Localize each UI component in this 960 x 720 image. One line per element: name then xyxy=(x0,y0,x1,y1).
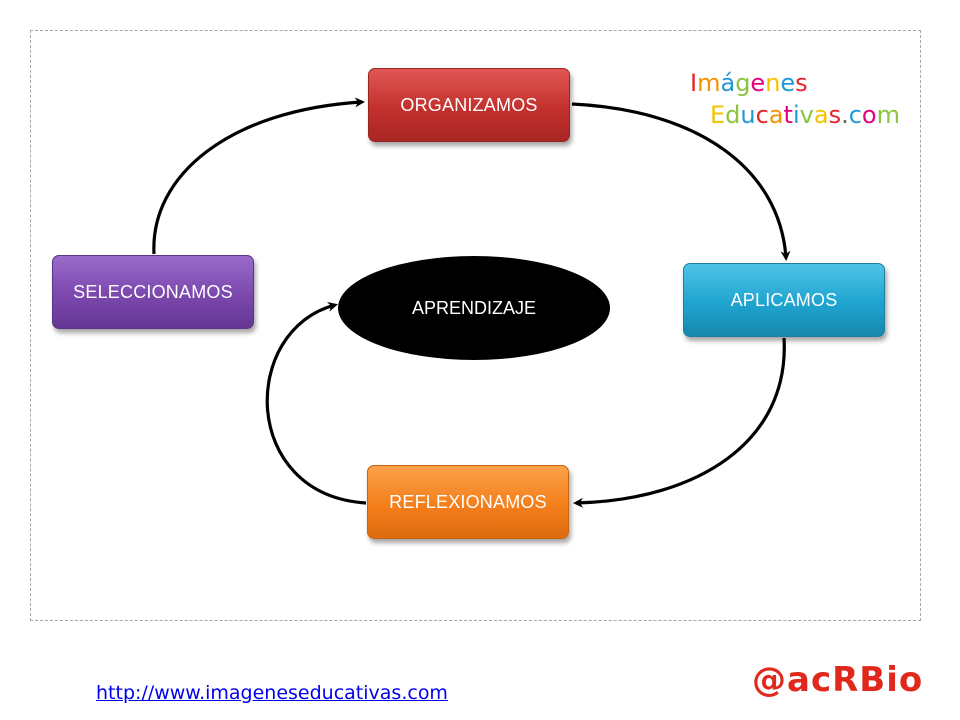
center-label: APRENDIZAJE xyxy=(411,297,537,318)
logo-letter: m xyxy=(876,101,900,129)
node-seleccionamos: SELECCIONAMOS xyxy=(52,255,254,329)
arrow-aplicamos-to-reflexionamos xyxy=(573,337,786,508)
logo-letter: v xyxy=(799,101,814,129)
node-reflexionamos: REFLEXIONAMOS xyxy=(367,465,569,539)
arrow-reflexionamos-to-aprendizaje xyxy=(265,301,367,505)
logo-letter: o xyxy=(861,101,877,129)
logo-line-2: Educativas.com xyxy=(710,100,900,130)
logo-letter: a xyxy=(768,101,784,129)
arrow-seleccionamos-to-organizamos xyxy=(152,97,365,255)
node-seleccionamos-label: SELECCIONAMOS xyxy=(73,281,233,302)
logo-letter: e xyxy=(750,69,766,97)
logo-letter: n xyxy=(765,69,781,97)
logo-letter: E xyxy=(710,101,726,129)
logo-letter: c xyxy=(848,101,862,129)
node-aplicamos-label: APLICAMOS xyxy=(730,289,838,310)
logo-letter: á xyxy=(720,69,736,97)
center-ellipse-aprendizaje: APRENDIZAJE xyxy=(338,256,610,360)
node-aplicamos: APLICAMOS xyxy=(683,263,885,337)
logo-letter: d xyxy=(725,101,741,129)
logo-letter: g xyxy=(735,69,751,97)
node-reflexionamos-label: REFLEXIONAMOS xyxy=(389,491,547,512)
arrow-organizamos-to-aplicamos xyxy=(571,102,791,261)
logo-line-1: Imágenes xyxy=(690,68,808,98)
logo-letter: s xyxy=(795,69,808,97)
logo-letter: i xyxy=(792,101,800,129)
logo-letter: c xyxy=(755,101,769,129)
logo-letter: I xyxy=(690,69,698,97)
logo-letter: t xyxy=(783,101,793,129)
logo-letter: a xyxy=(813,101,829,129)
logo-letter: s xyxy=(828,101,842,129)
node-organizamos-label: ORGANIZAMOS xyxy=(400,94,538,115)
imagenes-educativas-logo: Imágenes Educativas.com xyxy=(690,68,922,132)
website-link[interactable]: http://www.imageneseducativas.com xyxy=(96,682,448,704)
diagram-frame xyxy=(30,30,921,621)
logo-letter: u xyxy=(740,101,756,129)
logo-letter: m xyxy=(697,69,721,97)
logo-letter: e xyxy=(780,69,796,97)
logo-letter: . xyxy=(841,101,849,129)
author-signature: @acRBio xyxy=(752,660,924,700)
node-organizamos: ORGANIZAMOS xyxy=(368,68,570,142)
